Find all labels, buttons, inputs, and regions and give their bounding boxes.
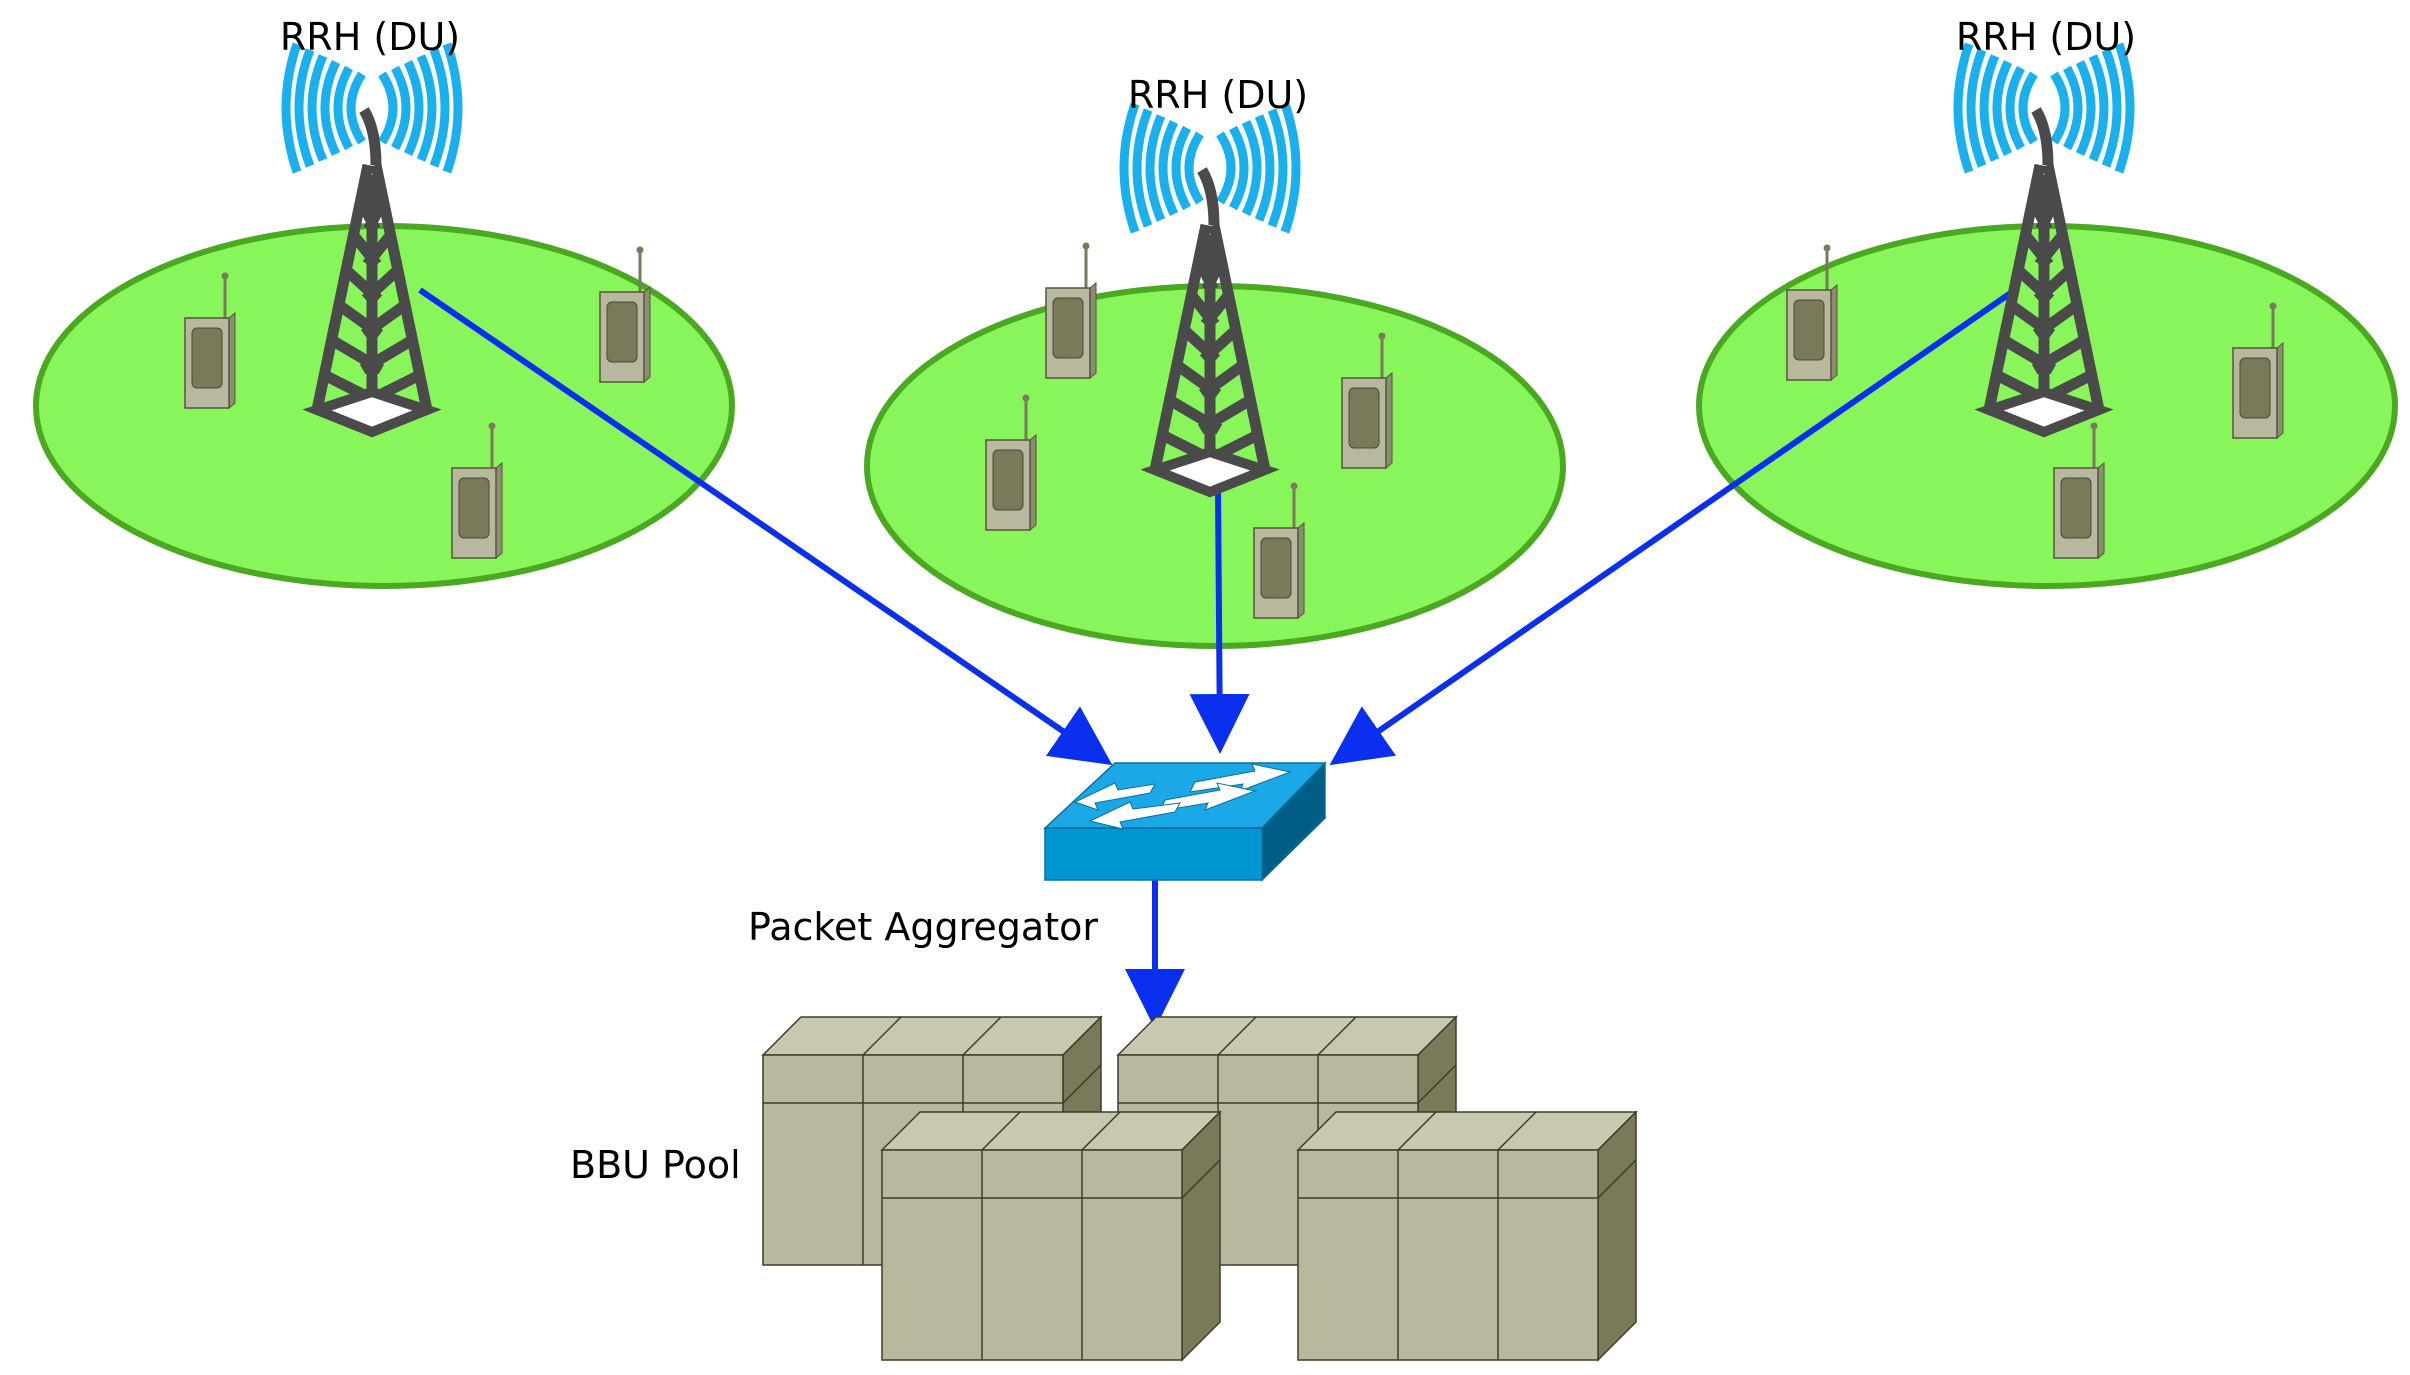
- mobile-device-icon: [985, 394, 1037, 532]
- bbu-pool-label: BBU Pool: [570, 1143, 741, 1187]
- fronthaul-links: [418, 287, 2017, 1029]
- signal-waves-icon: [1953, 42, 2135, 174]
- packet-aggregator-switch: [1043, 761, 1327, 882]
- rrh-label-center: RRH (DU): [1128, 73, 1308, 117]
- link-center-to-aggregator: [1189, 489, 1250, 754]
- tower-icon: [1149, 167, 1271, 490]
- mobile-device-icon: [1253, 482, 1305, 620]
- mobile-device-icon: [2232, 302, 2284, 440]
- tower-base: [1974, 386, 2114, 438]
- tower-base: [1140, 446, 1280, 498]
- bbu-unit-front-right: [1296, 1110, 1638, 1362]
- signal-waves-icon: [1119, 102, 1301, 234]
- tower-left: [281, 42, 463, 438]
- tower-center: [1119, 102, 1301, 498]
- tower-right: [1953, 42, 2135, 438]
- labels: RRH (DU) RRH (DU) RRH (DU) Packet Aggreg…: [280, 15, 2136, 1187]
- tower-base: [302, 386, 442, 438]
- signal-waves-icon: [281, 42, 463, 174]
- mobile-device-icon: [451, 422, 503, 560]
- bbu-pool: [761, 1015, 1638, 1362]
- mobile-device-icon: [2053, 422, 2105, 560]
- switch-front: [1044, 827, 1263, 881]
- mobile-device-icon: [1341, 332, 1393, 470]
- towers: [281, 42, 2135, 498]
- link-right-to-aggregator: [1329, 287, 2017, 766]
- bbu-unit-front-left: [880, 1110, 1222, 1362]
- rrh-label-left: RRH (DU): [280, 15, 460, 59]
- mobile-device-icon: [1045, 242, 1097, 380]
- mobile-device-icon: [599, 246, 651, 384]
- mobile-device-icon: [184, 272, 236, 410]
- mobile-devices: [184, 242, 2284, 620]
- mobile-device-icon: [1786, 244, 1838, 382]
- aggregator-label: Packet Aggregator: [748, 905, 1098, 949]
- switch-arrows-icon: [1073, 763, 1292, 830]
- link-left-to-aggregator: [418, 287, 1113, 766]
- rrh-label-right: RRH (DU): [1956, 15, 2136, 59]
